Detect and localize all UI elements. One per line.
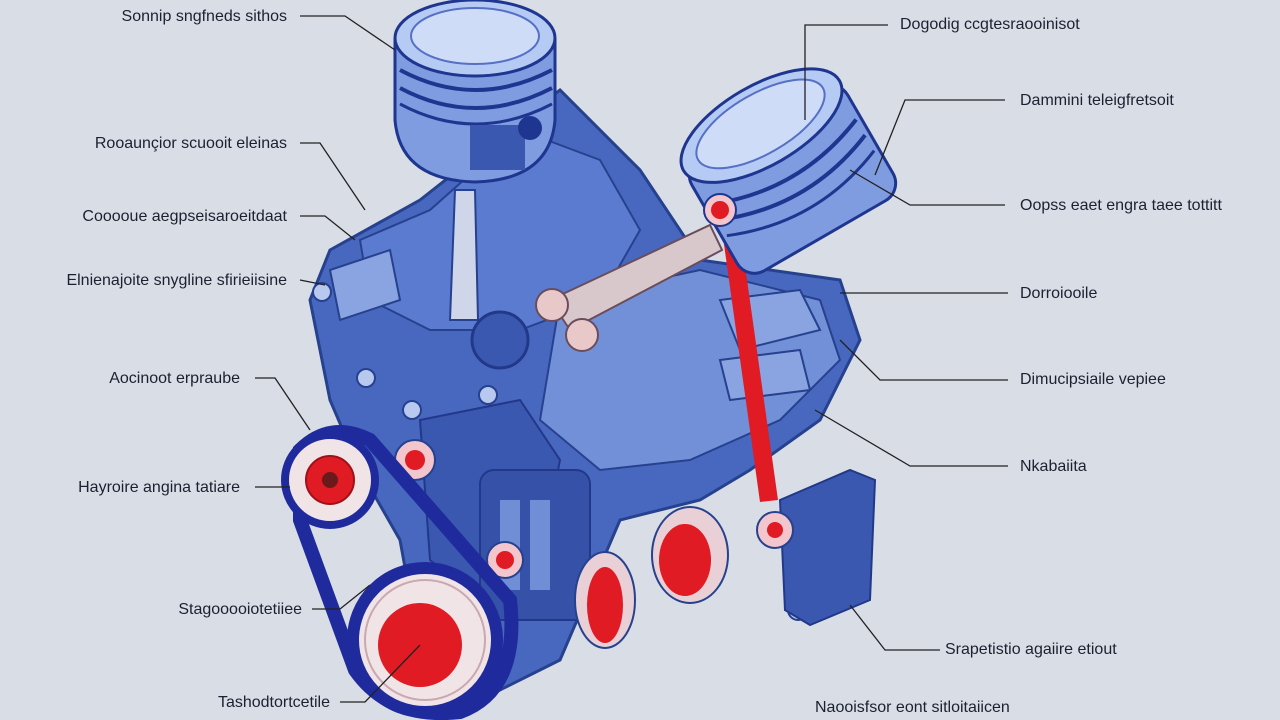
lower-pulleys [394,439,729,649]
callout-label: Dammini teleigfretsoit [1020,92,1174,109]
callout-label: Hayroire angina tatiare [78,479,240,496]
callout-label: Sonnip sngfneds sithos [121,8,287,25]
leader-lines [255,15,1008,703]
callout-label: Aocinoot erpraube [109,370,240,387]
callout-label: Stagooooiotetiiee [178,601,302,618]
connecting-rods [448,189,724,370]
callout-label: Dogodig ccgtesraooinisot [900,16,1080,33]
callout-label: Oopss eaet engra taee tottitt [1020,197,1222,214]
mount-bracket [756,468,877,627]
callout-label: Naooisfsor eont sitloitaiicen [815,699,1010,716]
callout-label: Dimucipsiaile vepiee [1020,371,1166,388]
piston-top [393,0,557,184]
callout-label: Srapetistio agaiire etiout [945,641,1117,658]
piston-right [679,67,898,275]
callout-label: Cooooue aegpseisaroeitdaat [82,208,287,225]
engine-block [308,87,862,702]
callout-label: Dorroiooile [1020,285,1098,302]
callout-label: Elnienajoite snygline sfirieiisine [66,272,287,289]
callout-label: Rooaunçior scuooit eleinas [94,135,287,152]
callout-label: Tashodtortcetile [217,694,330,711]
red-pushrod [722,230,778,502]
callout-label: Nkabaiita [1020,458,1087,475]
